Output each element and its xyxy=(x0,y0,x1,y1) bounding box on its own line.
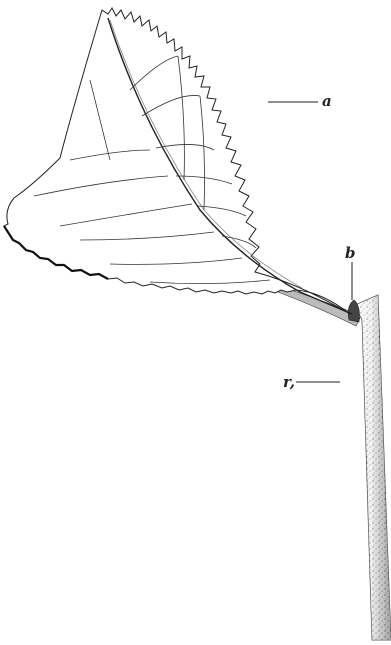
stem xyxy=(355,295,391,640)
axillary-bud xyxy=(348,300,359,322)
petiole xyxy=(278,286,360,326)
label-c: r, xyxy=(283,375,295,390)
label-b: b xyxy=(345,246,356,261)
leaf-blade xyxy=(4,8,350,314)
leader-lines xyxy=(268,102,352,382)
label-a: a xyxy=(322,94,332,109)
